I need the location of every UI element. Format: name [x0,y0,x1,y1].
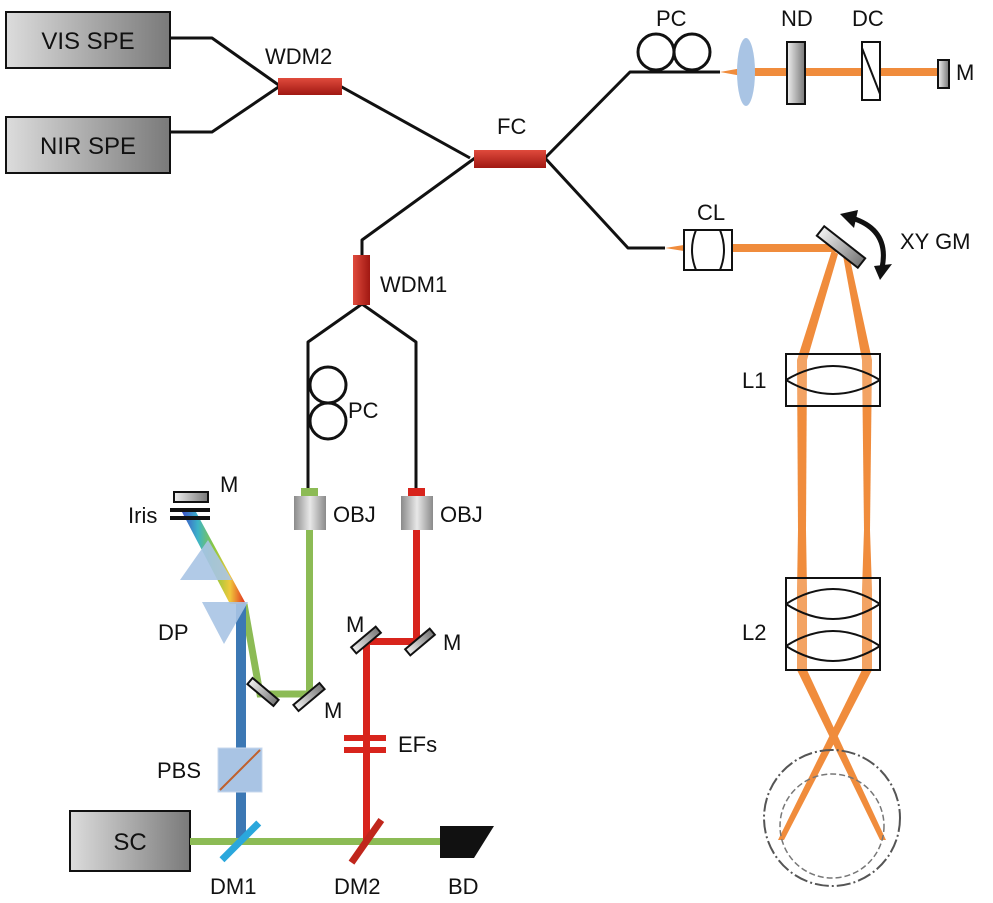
ref-mirror-label: M [956,60,974,85]
pbs-cube [217,747,263,793]
dm2-mirror [348,817,385,865]
vis-spe-label: VIS SPE [41,28,134,55]
dispersion-prism-2 [202,602,248,644]
pbs-label: PBS [157,758,201,783]
efs-label: EFs [398,732,437,757]
green-mirror-label: M [324,698,342,723]
green-mirror-right [291,681,327,713]
red-mirror-right-label: M [443,630,461,655]
l1-label: L1 [742,368,766,393]
red-mirror-left [349,625,383,655]
sample-arm-beams [665,244,886,840]
nir-spe-label: NIR SPE [40,133,136,160]
green-mirror-left [245,676,281,708]
obj-red-label: OBJ [440,502,483,527]
emission-filters [344,735,386,753]
cl-label: CL [697,200,725,225]
pc-top-label: PC [656,6,687,31]
lens-l1 [785,353,881,407]
nir-spe-box [5,116,171,174]
beam-dump [440,826,494,858]
dm1-mirror [219,820,262,863]
cl-lens [683,229,733,271]
obj-green-label: OBJ [333,502,376,527]
red-mirror-left-label: M [346,612,364,637]
blue-beam [236,604,246,838]
xy-gm-label: XY GM [900,229,971,254]
fc-coupler [474,150,546,168]
reference-arm [720,38,950,106]
dp-label: DP [158,620,189,645]
iris-mirror-label: M [220,472,238,497]
sc-box [69,810,191,872]
lens-l2 [785,577,881,671]
l2-label: L2 [742,620,766,645]
wdm1-label: WDM1 [380,272,447,297]
dispersion-prism-1 [180,540,232,580]
iris [170,508,210,520]
wdm2-label: WDM2 [265,44,332,69]
fiber-network [170,36,720,488]
pc-middle-label: PC [348,398,379,423]
red-beam [362,530,420,842]
vis-spe-box [5,11,171,69]
red-mirror-right [403,627,437,657]
ref-lens [737,38,755,106]
eye [763,749,901,887]
dm1-label: DM1 [210,874,256,899]
fc-label: FC [497,114,526,139]
galvo-rotation-arrow [851,215,886,269]
ref-mirror [937,59,950,89]
xy-galvo-mirror [815,224,867,270]
obj-green [294,488,326,530]
obj-red [401,488,433,530]
bd-label: BD [448,874,479,899]
iris-mirror [173,491,209,503]
dc-label: DC [852,6,884,31]
pc-top [636,32,712,72]
wdm2-coupler [278,78,342,95]
nd-filter [786,41,806,105]
dm2-label: DM2 [334,874,380,899]
wdm1-coupler [353,255,370,305]
pc-middle [308,365,348,441]
sc-label: SC [113,829,146,856]
nd-label: ND [781,6,813,31]
iris-label: Iris [128,503,157,528]
